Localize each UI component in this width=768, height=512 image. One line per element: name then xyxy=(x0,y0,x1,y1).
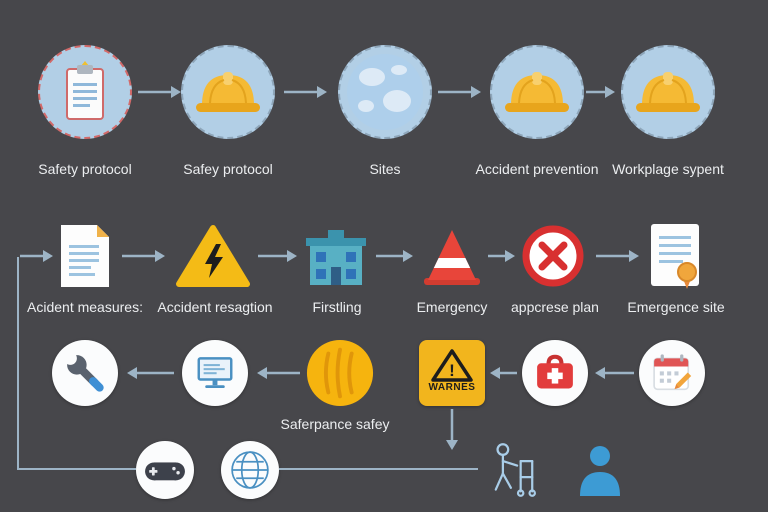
game-controller-icon xyxy=(145,462,185,481)
hardhat-icon xyxy=(636,72,700,112)
monitor-icon xyxy=(197,357,233,389)
arrow-left-icon xyxy=(257,367,300,379)
arrow-left-icon xyxy=(595,367,634,379)
arrow-left-icon xyxy=(490,367,517,379)
row3-caption: Saferpance safey xyxy=(280,416,390,432)
warning-sign-icon: ! xyxy=(431,349,473,382)
node-appcrese-plan xyxy=(521,224,585,288)
globe-icon xyxy=(347,54,423,130)
clipboard-icon xyxy=(66,61,104,120)
node-alarm xyxy=(305,338,375,413)
document-icon xyxy=(61,225,109,287)
arrow-right-icon xyxy=(438,86,481,98)
certificate-document-icon xyxy=(651,224,699,289)
warning-triangle-icon xyxy=(176,225,250,287)
node-sites xyxy=(338,45,432,139)
node-emergence-site xyxy=(647,222,703,290)
node-label: Accident prevention xyxy=(475,161,599,177)
node-label: Firstling xyxy=(312,299,362,315)
node-workplace xyxy=(621,45,715,139)
hardhat-icon xyxy=(505,72,569,112)
node-maintenance xyxy=(52,340,118,406)
node-safey-protocol xyxy=(181,45,275,139)
node-accident-measures xyxy=(57,223,113,289)
arrow-right-icon xyxy=(488,250,515,262)
node-label: Emergency xyxy=(416,299,488,315)
node-accident-prevention xyxy=(490,45,584,139)
connector-left-vertical xyxy=(17,257,19,469)
arrow-right-icon xyxy=(376,250,413,262)
arrow-right-icon xyxy=(284,86,327,98)
building-icon xyxy=(306,230,366,285)
siren-icon xyxy=(306,339,374,407)
node-accident-resagtion xyxy=(175,224,251,290)
wrench-icon xyxy=(63,351,104,392)
node-label: Accident resagtion xyxy=(157,299,273,315)
arrow-right-icon xyxy=(596,250,639,262)
node-worker xyxy=(576,444,624,496)
node-label: appcrese plan xyxy=(511,299,599,315)
node-label: Safey protocol xyxy=(183,161,273,177)
connector-bottom-middle xyxy=(279,468,478,470)
walker-icon xyxy=(494,443,536,497)
node-label: Acident measures: xyxy=(27,299,143,315)
first-aid-kit-icon xyxy=(537,354,573,389)
arrow-right-icon xyxy=(138,86,181,98)
node-safety-protocol xyxy=(38,45,132,139)
node-warning-sign: ! WARNES xyxy=(419,340,485,406)
globe-wireframe-icon xyxy=(231,451,269,489)
arrow-right-icon xyxy=(586,86,615,98)
node-label: Workplage sypent xyxy=(612,161,724,177)
node-training-game xyxy=(136,441,194,499)
arrow-down-icon xyxy=(446,409,458,450)
calendar-icon xyxy=(653,354,692,391)
node-schedule xyxy=(639,340,705,406)
arrow-left-icon xyxy=(127,367,174,379)
node-mobility-aid xyxy=(478,438,542,502)
arrow-right-icon xyxy=(122,250,165,262)
prohibition-icon xyxy=(522,225,584,287)
safety-cone-icon xyxy=(424,230,480,285)
hardhat-icon xyxy=(196,72,260,112)
arrow-right-icon xyxy=(20,250,53,262)
warning-sign-text: WARNES xyxy=(428,382,476,393)
node-emergency xyxy=(420,228,484,286)
node-network xyxy=(221,441,279,499)
node-label: Safety protocol xyxy=(38,161,132,177)
exclamation-mark: ! xyxy=(449,361,455,380)
arrow-right-icon xyxy=(258,250,297,262)
person-icon xyxy=(580,446,620,496)
node-label: Sites xyxy=(369,161,401,177)
node-firstling xyxy=(304,228,368,286)
node-first-aid xyxy=(522,340,588,406)
node-label: Emergence site xyxy=(627,299,725,315)
connector-bottom-left xyxy=(17,468,136,470)
node-monitoring xyxy=(182,340,248,406)
